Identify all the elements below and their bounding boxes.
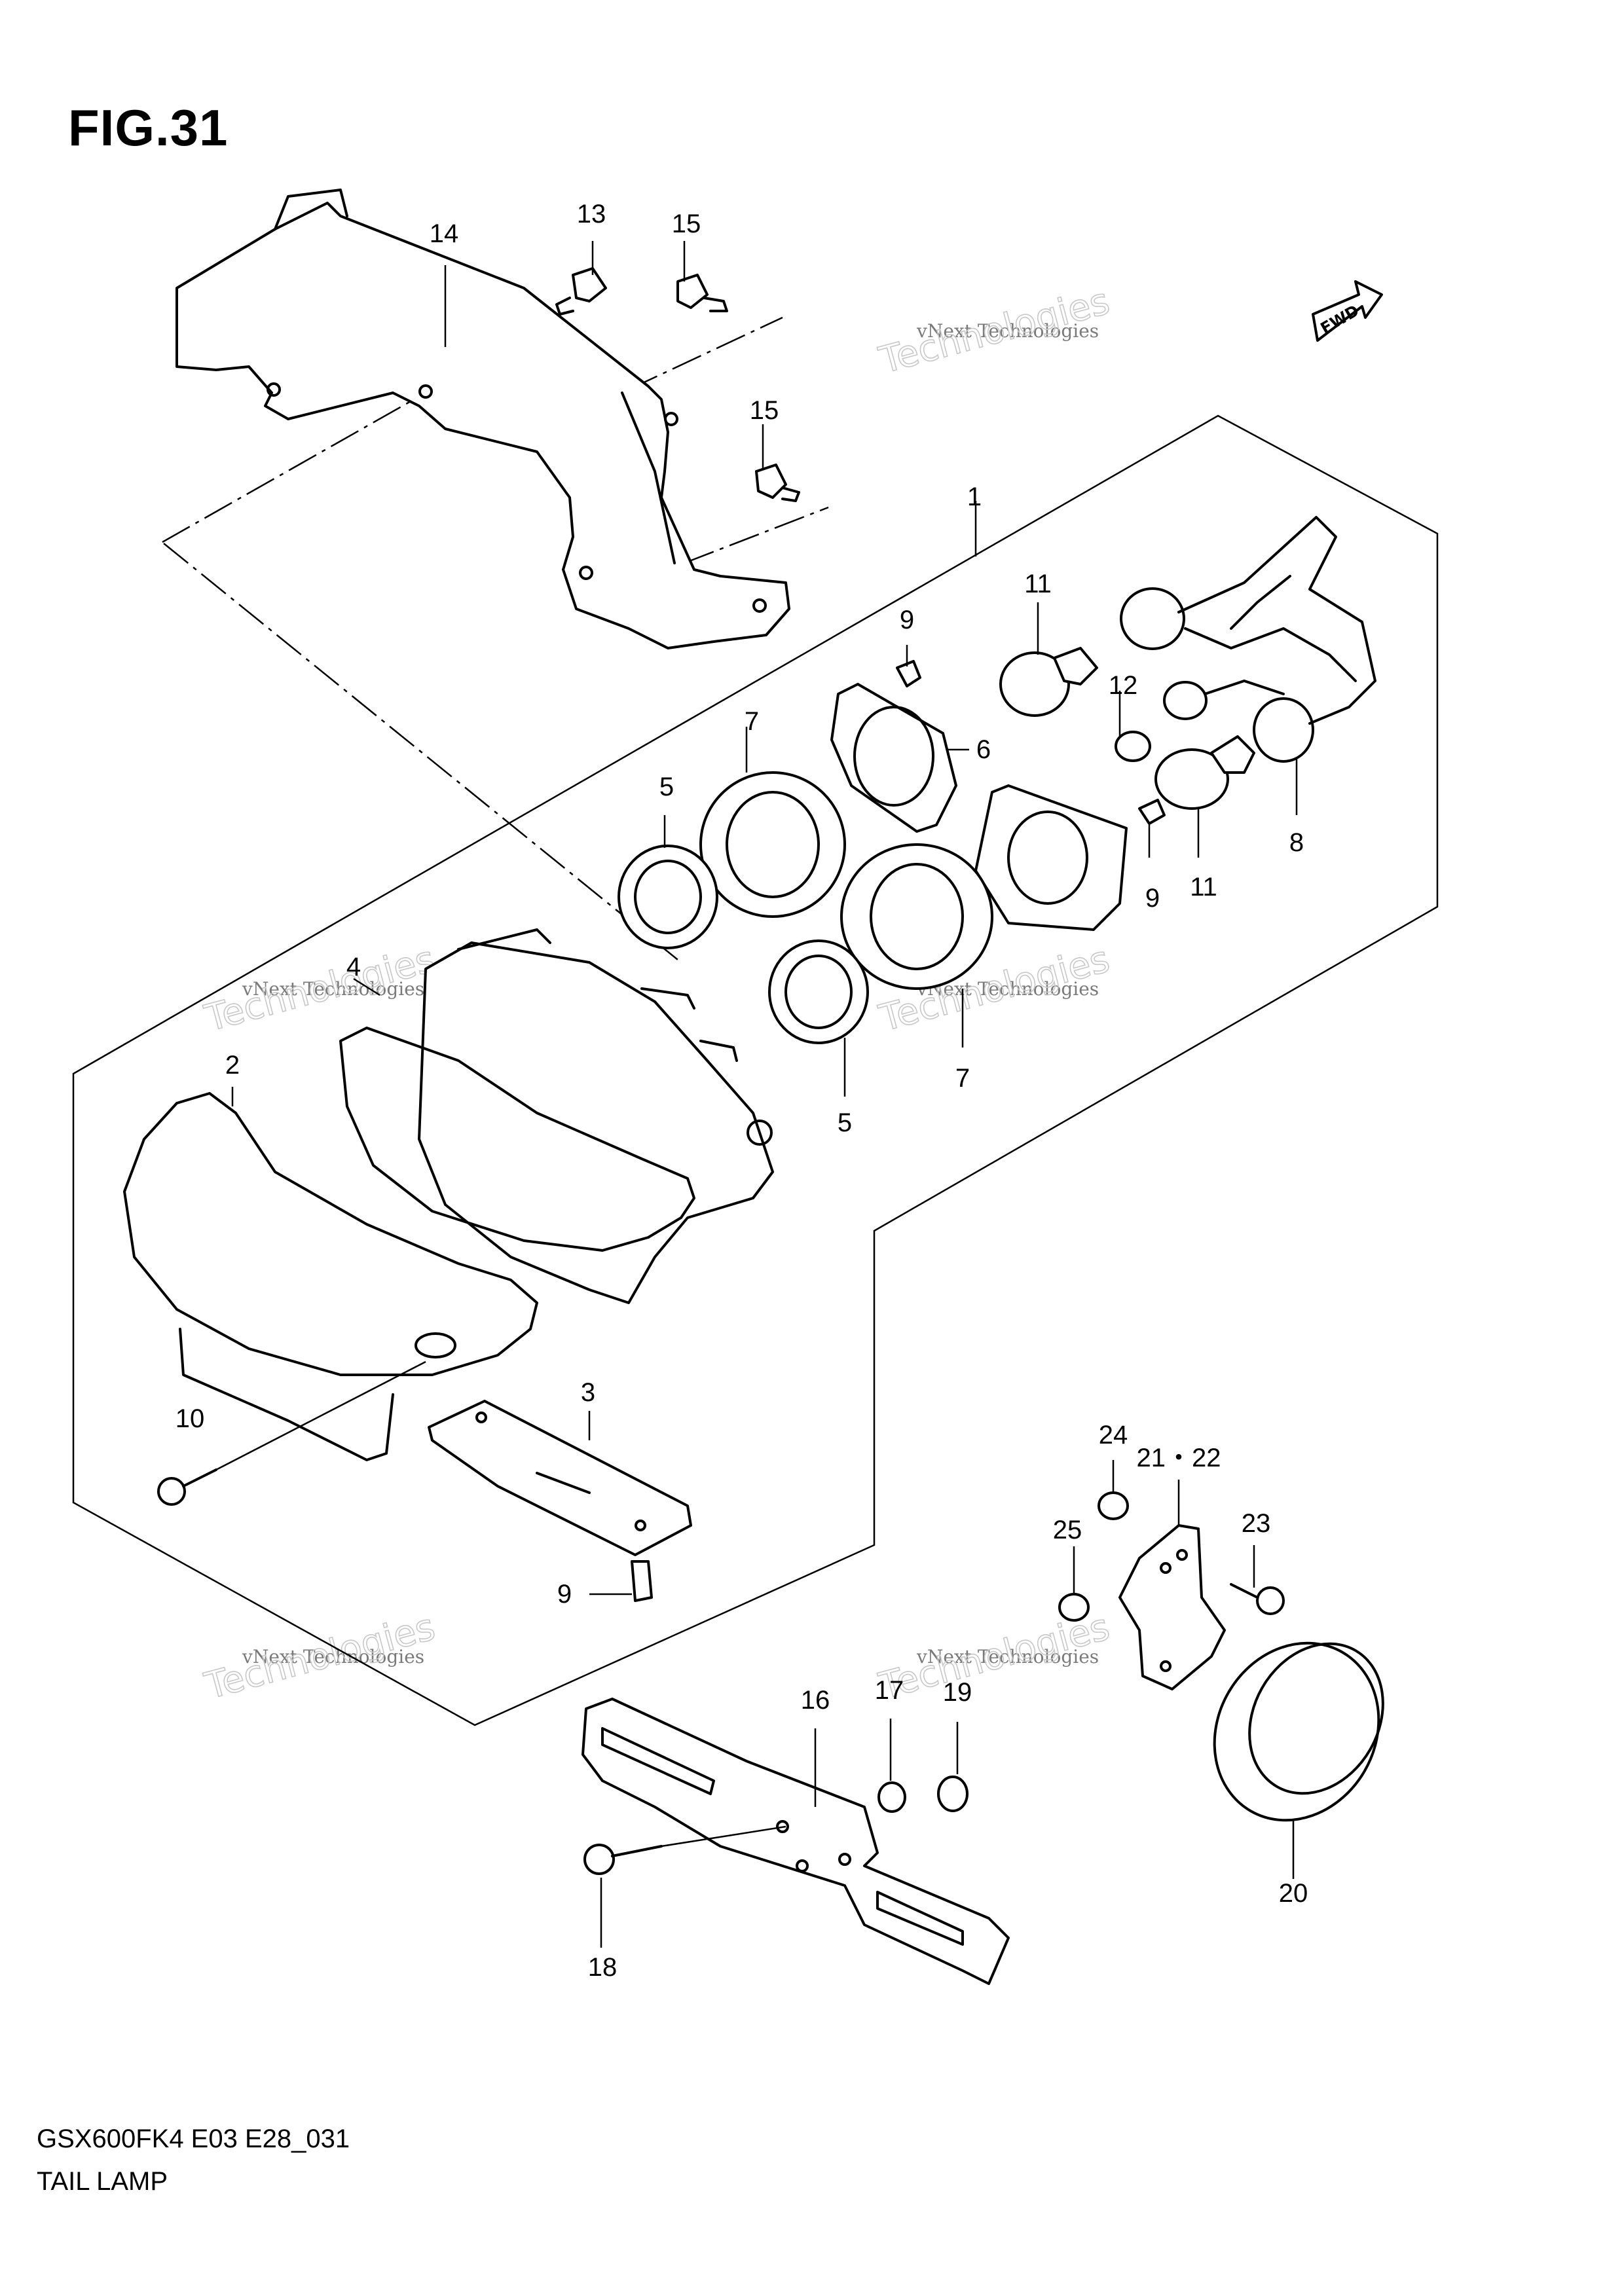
diagram-caption: TAIL LAMP — [37, 2167, 168, 2196]
callout-9-lower: 9 — [557, 1580, 572, 1609]
callout-9-upper: 9 — [900, 606, 914, 634]
bolt-15-lower — [755, 464, 800, 502]
callout-numbers: 14 13 15 15 1 9 11 12 7 6 5 8 9 11 4 2 7… — [175, 200, 1308, 1982]
callout-16: 16 — [801, 1686, 830, 1715]
callout-13: 13 — [577, 200, 606, 228]
screw-23 — [1230, 1583, 1285, 1615]
callout-15-upper: 15 — [672, 210, 701, 238]
nut-25 — [1058, 1593, 1090, 1622]
callout-leaders — [231, 241, 1298, 1948]
license-lamp — [428, 1400, 692, 1556]
callout-21-22: 21・22 — [1137, 1444, 1221, 1472]
reflector-bracket — [1118, 1524, 1226, 1690]
assembly-outline — [72, 414, 1439, 1726]
callout-10: 10 — [175, 1404, 205, 1433]
nut-19 — [937, 1776, 969, 1812]
watermark-text: vNext Technologies — [916, 1646, 1099, 1667]
ring-5-upper — [618, 845, 718, 949]
watermark-text: vNext Technologies — [242, 1646, 424, 1667]
callout-3: 3 — [581, 1378, 595, 1407]
tail-lens — [123, 1092, 538, 1461]
fwd-arrow-icon: FWD — [1312, 280, 1383, 342]
callout-17: 17 — [875, 1676, 904, 1705]
callout-24: 24 — [1099, 1421, 1128, 1449]
callout-25: 25 — [1053, 1516, 1082, 1544]
rear-bracket — [175, 189, 790, 649]
callout-7-upper: 7 — [745, 707, 759, 736]
socket-harness — [1120, 516, 1376, 763]
screw-9-lower — [631, 1560, 653, 1602]
nut-24 — [1098, 1491, 1129, 1520]
callout-23: 23 — [1242, 1509, 1271, 1538]
watermark-text: vNext Technologies — [916, 320, 1099, 342]
lamp-housing — [418, 928, 774, 1304]
lens-gasket — [339, 1027, 695, 1252]
washer-17 — [877, 1781, 906, 1813]
bulb-11-upper — [999, 647, 1098, 717]
bolt-13 — [555, 267, 607, 316]
callout-5-upper: 5 — [659, 773, 674, 801]
alignment-lines — [162, 316, 829, 963]
gasket-6-upper — [830, 683, 957, 833]
callout-9-mid: 9 — [1145, 884, 1160, 913]
callout-15-lower: 15 — [750, 396, 779, 425]
callout-6: 6 — [976, 735, 991, 764]
callout-1: 1 — [967, 483, 982, 511]
bulb-12 — [1115, 731, 1151, 762]
callout-20: 20 — [1279, 1879, 1308, 1908]
license-bracket — [581, 1698, 1010, 1985]
gasket-6-lower — [974, 784, 1128, 931]
watermark-text: vNext Technologies — [242, 978, 424, 1000]
callout-11-lower: 11 — [1190, 873, 1217, 902]
callout-19: 19 — [943, 1678, 972, 1707]
bolt-15-upper — [676, 274, 728, 312]
screw-10 — [157, 1360, 426, 1506]
callout-7-lower: 7 — [955, 1064, 970, 1093]
bulb-11-lower — [1154, 735, 1255, 810]
callout-11-upper: 11 — [1024, 570, 1052, 598]
ring-7-lower — [840, 843, 993, 990]
callout-8: 8 — [1289, 828, 1304, 857]
figure-title: FIG.31 — [68, 99, 229, 156]
callout-14: 14 — [430, 219, 459, 248]
callout-12: 12 — [1109, 671, 1138, 700]
callout-2: 2 — [225, 1051, 240, 1080]
ring-7-upper — [699, 771, 846, 918]
diagram-code: GSX600FK4 E03 E28_031 — [37, 2124, 350, 2153]
screw-9-upper — [896, 660, 921, 687]
callout-18: 18 — [588, 1953, 618, 1982]
callout-5-lower: 5 — [838, 1108, 852, 1137]
callout-4: 4 — [346, 953, 361, 981]
reflector — [1213, 1641, 1384, 1822]
screw-9-mid — [1138, 799, 1166, 825]
ring-5-lower — [768, 939, 869, 1044]
screw-18 — [583, 1825, 786, 1875]
